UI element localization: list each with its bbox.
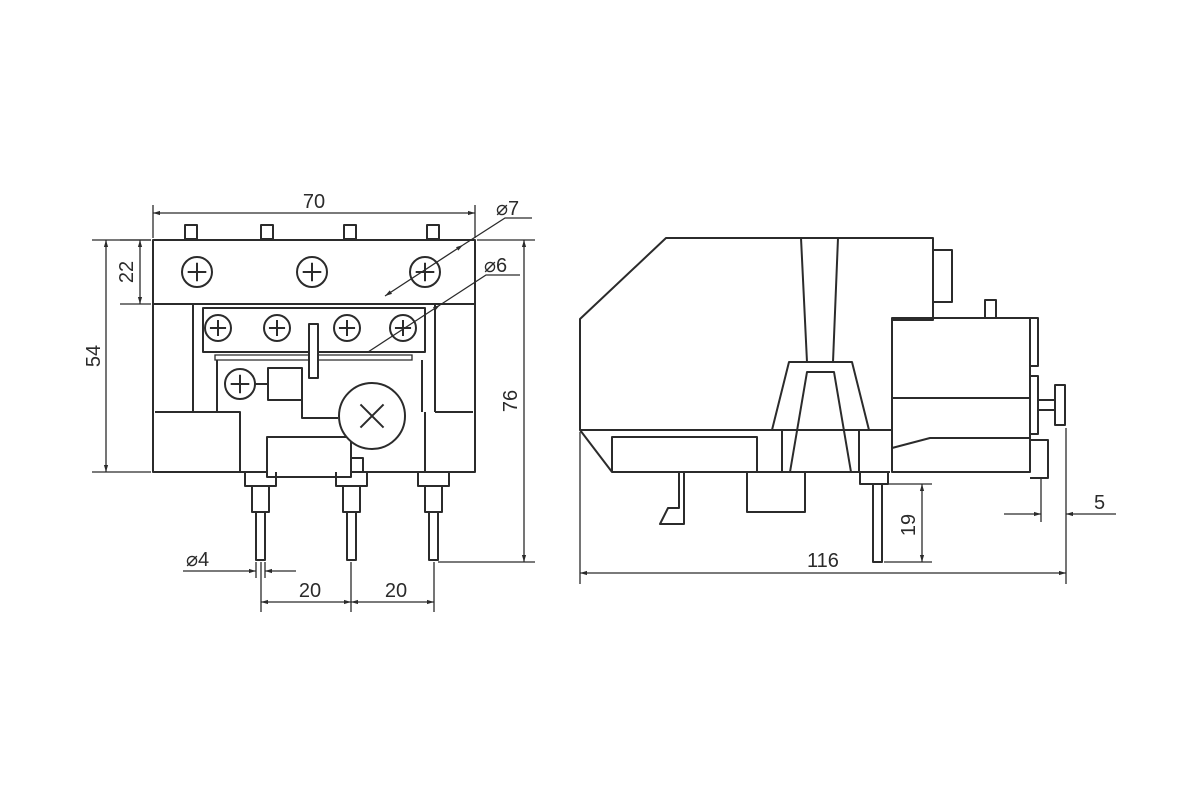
pin-collar	[342, 485, 361, 513]
screw-icon	[333, 314, 361, 342]
side-rear-tab	[984, 299, 997, 318]
dim-height-22: 22	[116, 239, 151, 305]
pin-cap	[417, 472, 450, 487]
dim-pitch: 20 20	[260, 562, 435, 612]
screw-icon	[263, 314, 291, 342]
side-rear-lines	[891, 397, 1030, 449]
dial-step	[301, 400, 338, 419]
dim-label-pitch-right: 20	[385, 580, 407, 602]
screw-icon	[389, 314, 417, 342]
dim-label-dia-7: ⌀7	[496, 198, 519, 220]
dim-height-19: 19	[884, 483, 932, 563]
side-channel-outer	[771, 361, 870, 431]
dim-label-76: 76	[500, 390, 522, 412]
terminal-rail	[214, 354, 413, 361]
dim-height-76: 76	[438, 239, 535, 563]
front-recess-edges	[155, 304, 473, 413]
side-top-plate	[933, 249, 953, 303]
base-block	[266, 436, 352, 478]
dim-label-54: 54	[83, 345, 105, 367]
side-rear-plate	[1030, 317, 1039, 367]
dim-label-5: 5	[1094, 492, 1105, 514]
screw-icon	[296, 256, 328, 288]
dim-width-70: 70	[152, 191, 476, 238]
top-stud	[260, 224, 274, 240]
side-knob	[1054, 384, 1066, 426]
top-stud	[426, 224, 440, 240]
pin-shaft	[428, 511, 439, 561]
pin-shaft	[255, 511, 266, 561]
dim-dia-7: ⌀7	[384, 198, 532, 297]
screw-icon	[204, 314, 232, 342]
side-knob-stem	[1038, 399, 1055, 411]
dim-label-pitch-left: 20	[299, 580, 321, 602]
dim-label-dia-4: ⌀4	[186, 549, 209, 571]
front-pins	[244, 472, 450, 561]
top-stud	[343, 224, 357, 240]
side-front-panel	[611, 436, 758, 472]
side-rear-plate	[1030, 439, 1049, 479]
side-pin	[872, 483, 883, 563]
side-pin-cap	[859, 472, 889, 485]
terminal-strip	[202, 307, 426, 353]
dim-label-70: 70	[303, 191, 325, 213]
screw-icon	[181, 256, 213, 288]
screw-icon	[338, 382, 406, 450]
front-view: 70 22 54 76 ⌀7 ⌀6	[83, 191, 535, 612]
side-rear-plate	[1030, 375, 1039, 435]
dim-label-22: 22	[116, 261, 138, 283]
small-component	[267, 367, 303, 401]
dim-label-116: 116	[807, 550, 839, 572]
inner-walls	[216, 360, 423, 412]
dim-dia-6: ⌀6	[367, 255, 520, 353]
side-rear-module	[891, 317, 1031, 473]
dim-knob-5: 5	[1004, 478, 1116, 522]
side-channel-inner	[789, 371, 852, 473]
screw-icon	[224, 368, 256, 400]
side-view: 116 19 5	[579, 237, 1116, 584]
side-channel-walls	[781, 430, 860, 472]
pin-shaft	[346, 511, 357, 561]
slider-bar	[308, 323, 319, 379]
dim-dia-4: ⌀4	[183, 549, 296, 578]
side-lower-block	[746, 471, 806, 513]
pin-collar	[424, 485, 443, 513]
side-clip	[659, 472, 685, 525]
dim-label-19: 19	[898, 514, 920, 536]
dim-height-54: 54	[83, 239, 151, 473]
top-stud	[184, 224, 198, 240]
side-housing	[579, 237, 934, 431]
dim-label-dia-6: ⌀6	[484, 255, 507, 277]
pin-collar	[251, 485, 270, 513]
base-step	[351, 457, 364, 472]
screw-icon	[409, 256, 441, 288]
dim-length-116: 116	[579, 428, 1067, 584]
side-channel-top	[800, 237, 839, 363]
left-foot	[155, 411, 241, 472]
